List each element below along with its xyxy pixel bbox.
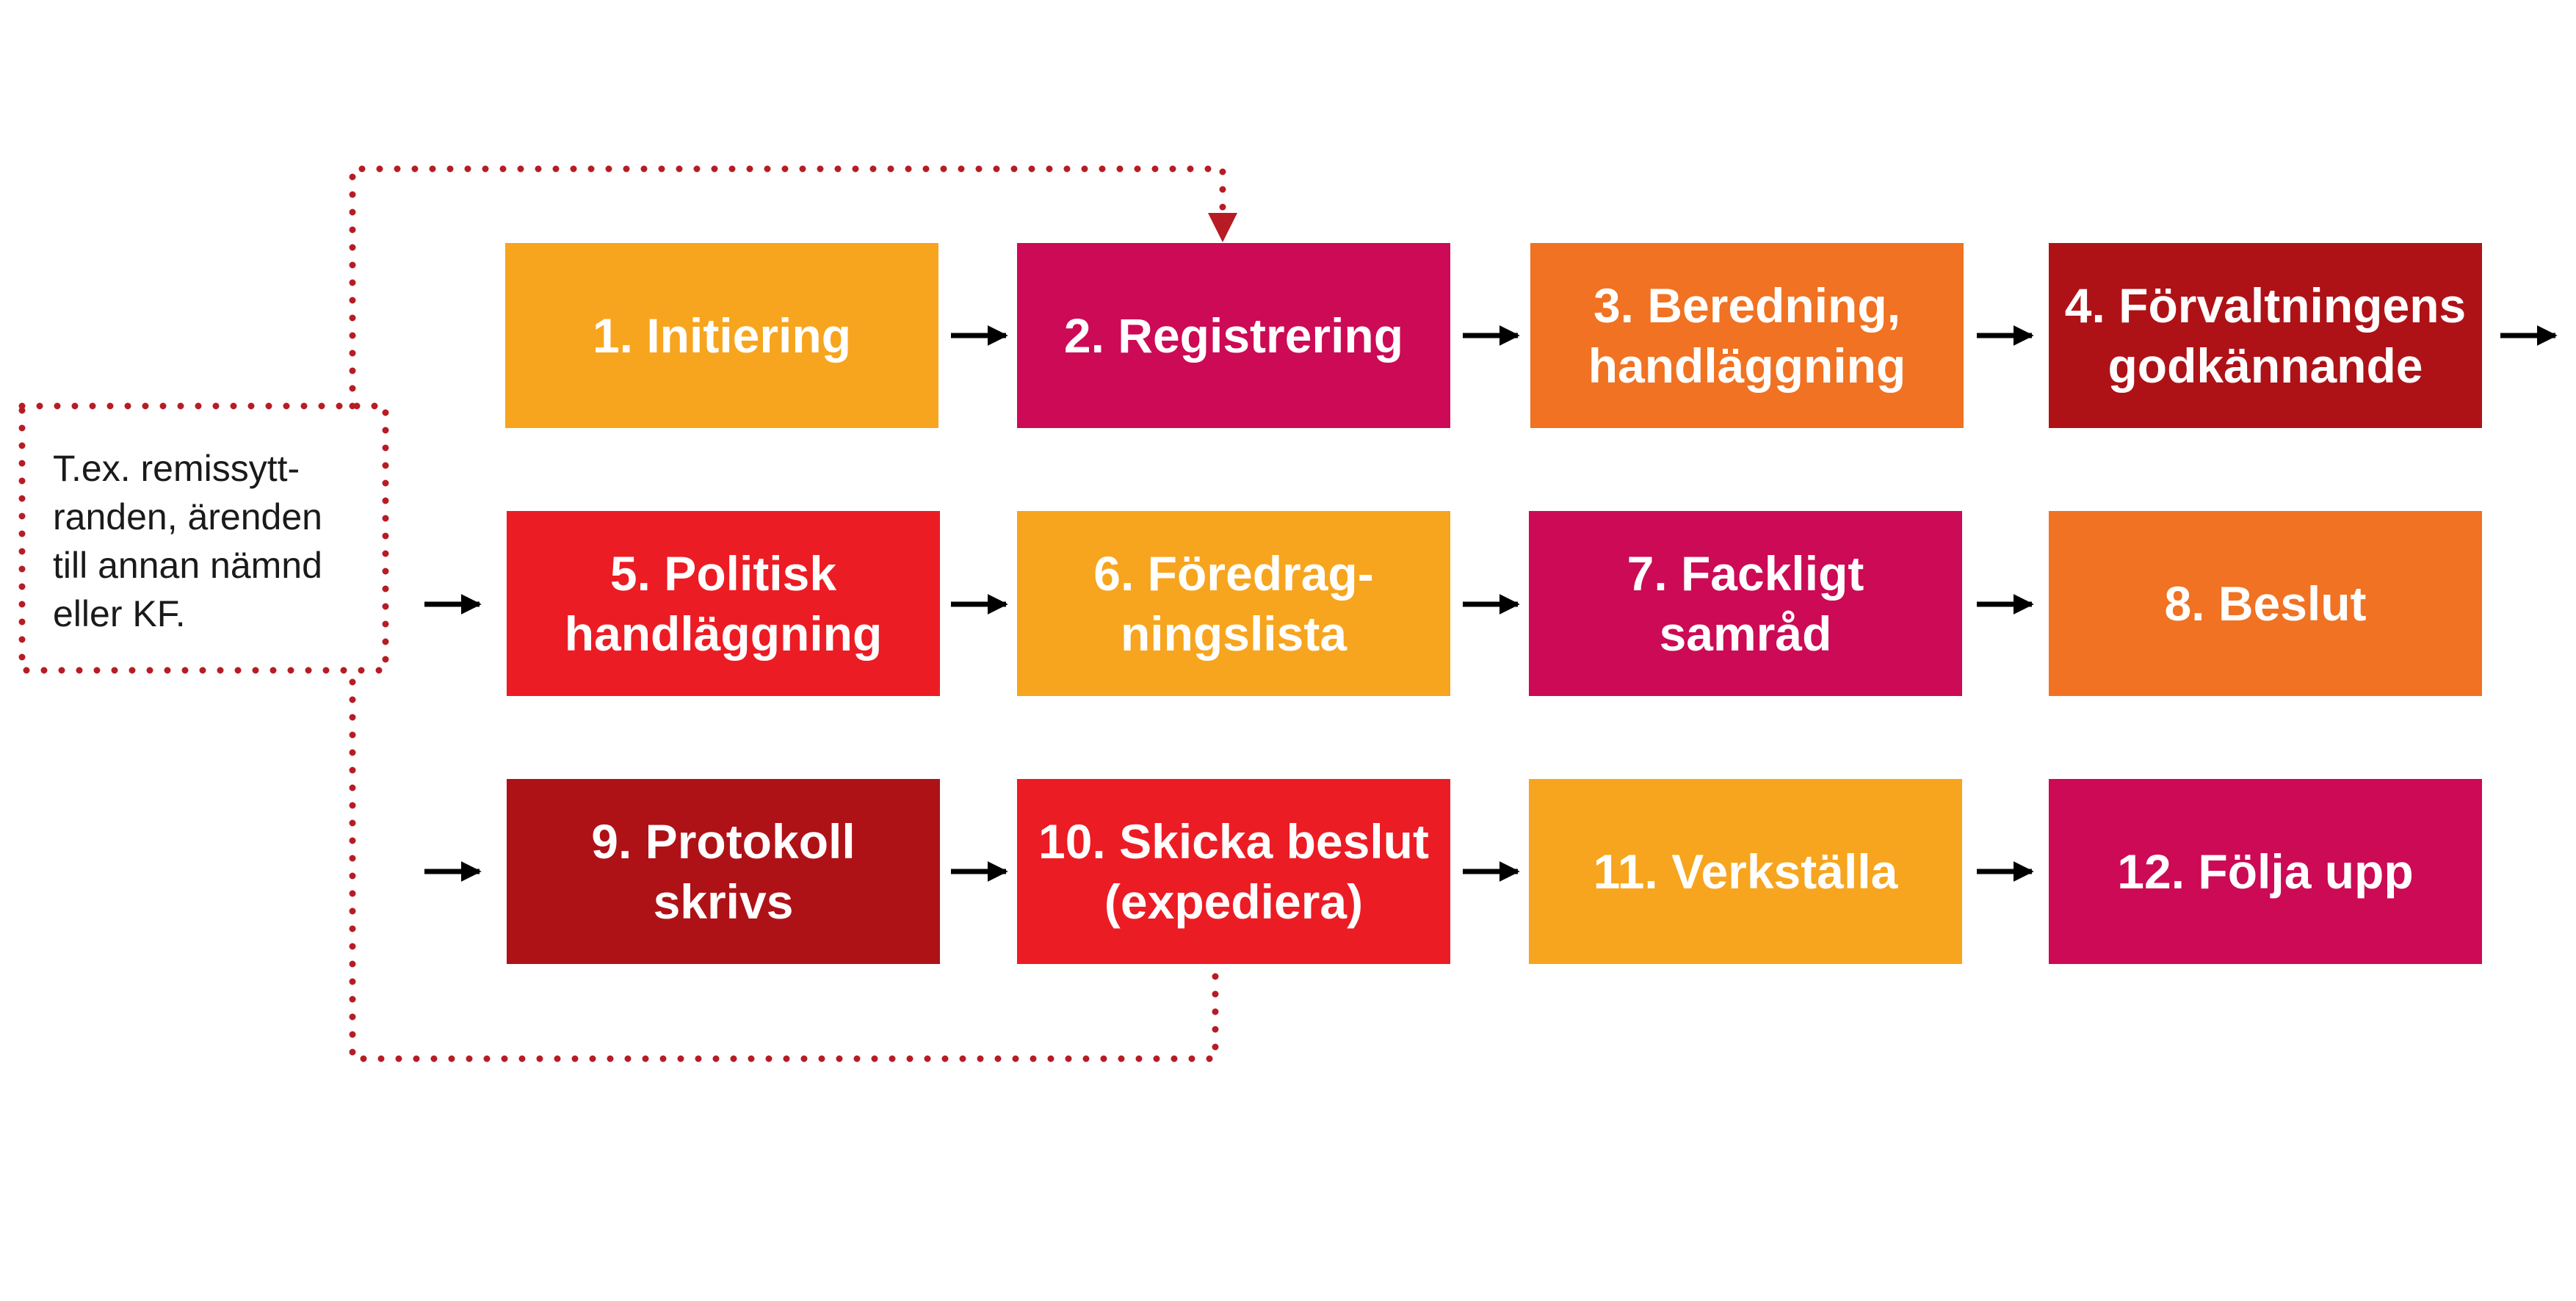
step-12-folja-upp: 12. Följa upp — [2049, 779, 2482, 964]
note-text: T.ex. remissytt- randen, ärenden till an… — [53, 448, 322, 634]
step-2-registrering: 2. Registrering — [1017, 243, 1450, 428]
step-10-skicka-beslut: 10. Skicka beslut (expediera) — [1017, 779, 1450, 964]
step-3-beredning: 3. Beredning, handläggning — [1530, 243, 1964, 428]
step-7-fackligt-samrad: 7. Fackligt samråd — [1529, 511, 1962, 696]
note-box-border — [18, 402, 389, 674]
feedback-loop-line — [349, 165, 1226, 1062]
step-6-foredragningslista: 6. Föredrag- ningslista — [1017, 511, 1450, 696]
step-11-verkstalla: 11. Verkställa — [1529, 779, 1962, 964]
step-8-beslut: 8. Beslut — [2049, 511, 2482, 696]
step-9-protokoll: 9. Protokoll skrivs — [507, 779, 940, 964]
flow-arrows — [424, 325, 2558, 882]
step-1-initiering: 1. Initiering — [505, 243, 938, 428]
step-5-politisk: 5. Politisk handläggning — [507, 511, 940, 696]
feedback-loop-arrowhead — [1208, 213, 1237, 242]
step-4-forvaltningens: 4. Förvaltningens godkännande — [2049, 243, 2482, 428]
